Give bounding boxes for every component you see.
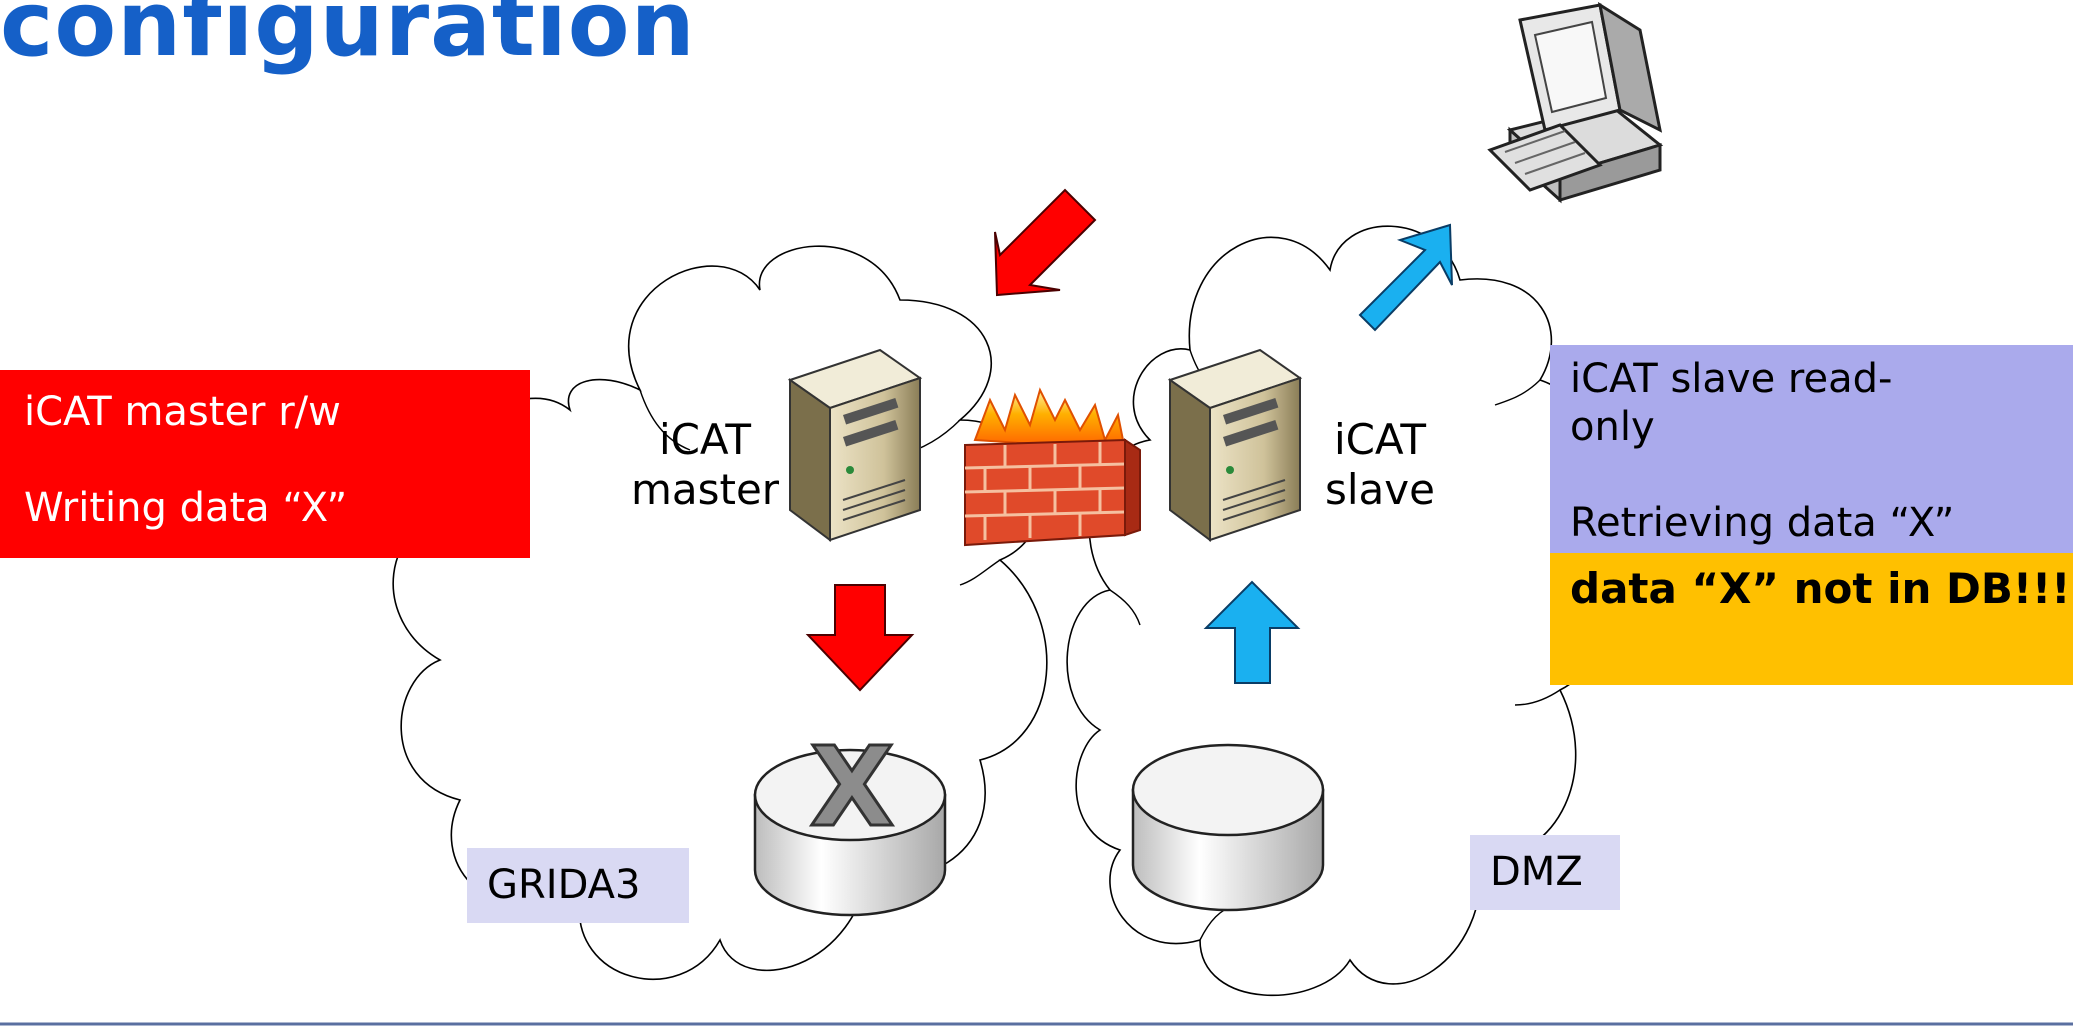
- slave-label: iCAT slave: [1310, 415, 1450, 515]
- firewall-icon: [964, 387, 1141, 547]
- master-info-line2: Writing data “X”: [24, 485, 348, 531]
- blue-arrow-up: [1203, 580, 1301, 684]
- desktop-computer-icon: [1487, 1, 1664, 204]
- slave-info-line1b: only: [1570, 404, 1655, 450]
- zone-label-grida3: GRIDA3: [467, 848, 689, 923]
- master-label: iCAT master: [615, 415, 795, 515]
- slave-label-line1: iCAT: [1333, 415, 1427, 464]
- master-label-line1: iCAT: [658, 415, 752, 464]
- slave-server-icon: [1167, 348, 1303, 542]
- db-x-mark: X: [810, 723, 895, 851]
- master-info-line1: iCAT master r/w: [24, 389, 341, 435]
- master-server-icon: [787, 348, 923, 542]
- database-left-icon: [753, 748, 947, 917]
- slave-label-line2: slave: [1325, 465, 1435, 514]
- page-title: configuration: [0, 0, 696, 77]
- slave-info-line1: iCAT slave read-: [1570, 356, 1893, 402]
- red-arrow-down-left: [994, 188, 1097, 297]
- cloud-grida3: [392, 245, 1048, 980]
- master-info-box: iCAT master r/w Writing data “X”: [0, 370, 530, 558]
- slave-info-line2: Retrieving data “X”: [1570, 500, 1955, 546]
- database-right-icon: [1131, 743, 1325, 912]
- alert-box: data “X” not in DB!!!: [1550, 553, 2073, 685]
- slave-info-box: iCAT slave read- only Retrieving data “X…: [1550, 345, 2073, 555]
- blue-arrow-up-right: [1358, 223, 1453, 332]
- zone-label-dmz: DMZ: [1470, 835, 1620, 910]
- cloud-dmz: [1066, 225, 1606, 997]
- red-arrow-down: [805, 584, 915, 692]
- master-label-line2: master: [630, 465, 780, 514]
